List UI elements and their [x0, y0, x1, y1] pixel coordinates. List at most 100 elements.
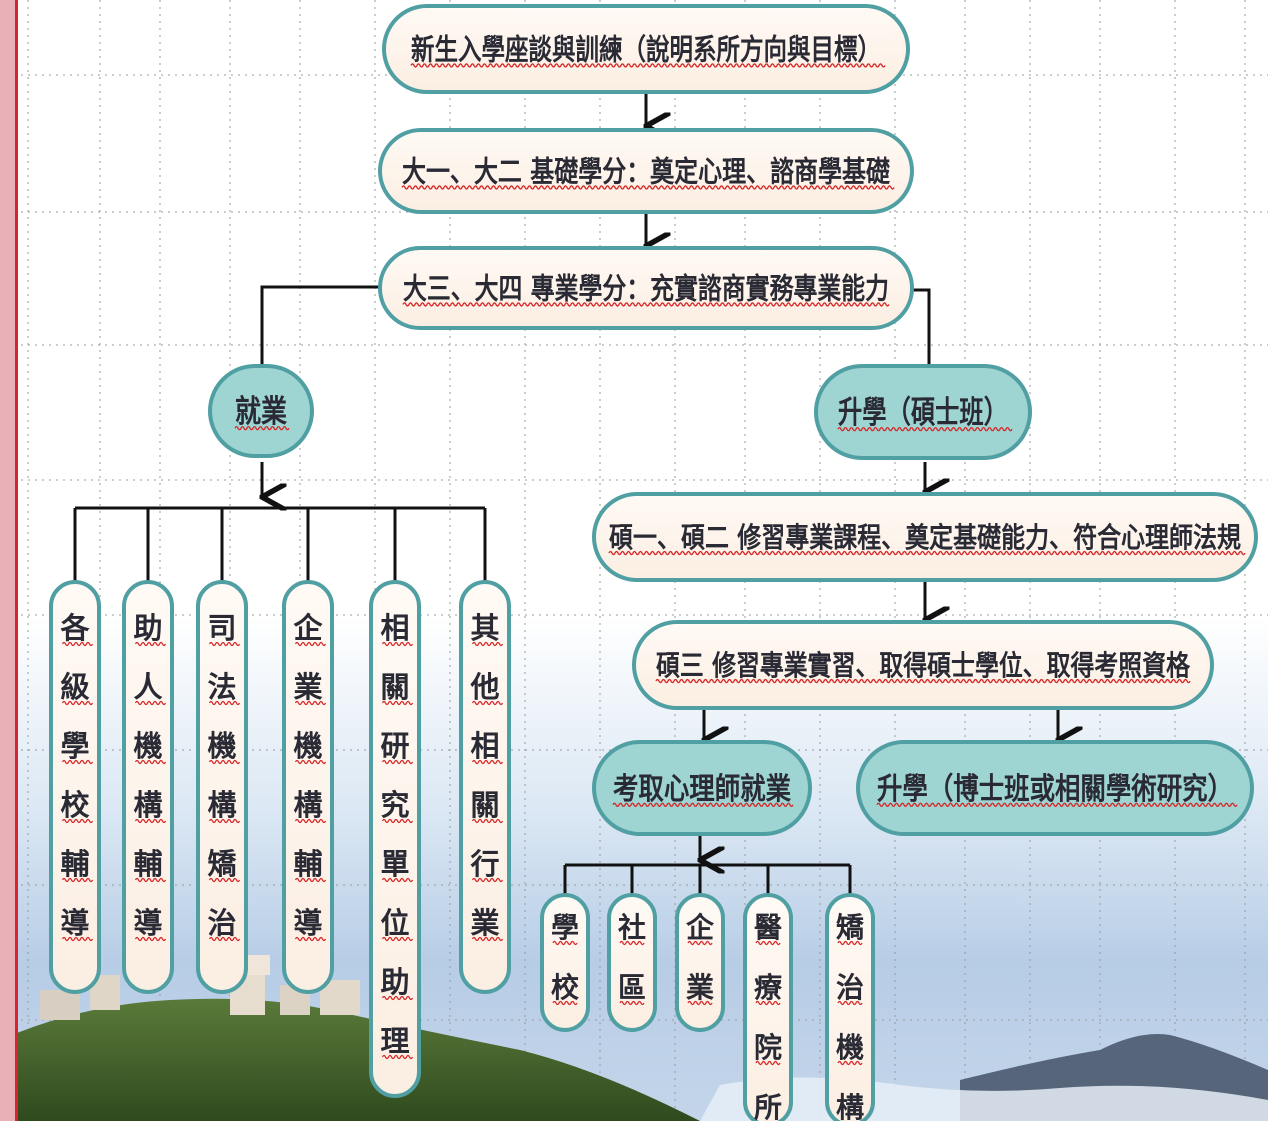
spellcheck-underline	[381, 759, 414, 765]
nodes: 新生入學座談與訓練（說明系所方向與目標） 大一、大二 基礎學分：奠定心理、諮商學基…	[49, 4, 1258, 1121]
psych-job-option: 社區	[607, 893, 657, 1032]
spellcheck-underline	[381, 877, 414, 883]
spellcheck-underline	[687, 940, 713, 946]
spellcheck-underline	[294, 877, 327, 883]
node-grad-school-shape	[814, 364, 1032, 460]
spellcheck-underline	[134, 818, 167, 824]
spellcheck-underline	[619, 1000, 645, 1006]
spellcheck-underline	[471, 818, 504, 824]
psych-job-option-shape	[607, 893, 657, 1032]
spellcheck-underline	[619, 940, 645, 946]
spellcheck-underline	[208, 936, 241, 942]
spellcheck-underline	[687, 1000, 713, 1006]
spellcheck-underline	[134, 936, 167, 942]
psych-job-option: 企業	[675, 893, 725, 1032]
employment-option: 各級學校輔導	[49, 580, 101, 994]
node-ms3-shape	[632, 620, 1214, 710]
employment-option-shape	[122, 580, 174, 994]
spellcheck-underline	[755, 1060, 781, 1066]
spellcheck-underline	[381, 818, 414, 824]
spellcheck-underline	[876, 802, 1238, 807]
employment-option-label: 司法機構矯治	[207, 611, 236, 940]
spellcheck-underline	[410, 63, 886, 68]
spellcheck-underline	[471, 936, 504, 942]
spellcheck-underline	[208, 700, 241, 706]
psych-job-option-shape	[675, 893, 725, 1032]
spellcheck-underline	[381, 1054, 414, 1060]
psych-job-option-label: 矯治機構	[836, 911, 864, 1121]
employment-option: 其他相關行業	[459, 580, 511, 994]
employment-option-shape	[459, 580, 511, 994]
spellcheck-underline	[837, 940, 863, 946]
employment-option: 企業機構輔導	[282, 580, 334, 994]
node-year34-label: 大三、大四 專業學分：充實諮商實務專業能力	[403, 271, 889, 305]
node-year12: 大一、大二 基礎學分：奠定心理、諮商學基礎	[378, 128, 914, 214]
left-edge-line	[15, 0, 18, 1121]
node-phd-shape	[856, 740, 1254, 836]
employment-option-label: 相關研究單位助理	[380, 611, 409, 1058]
spellcheck-underline	[61, 877, 94, 883]
node-ms12-shape	[592, 492, 1258, 582]
employment-option-shape	[282, 580, 334, 994]
spellcheck-underline	[134, 759, 167, 765]
spellcheck-underline	[655, 678, 1191, 684]
spellcheck-underline	[608, 550, 1246, 556]
spellcheck-underline	[294, 936, 327, 942]
psych-job-option-label: 醫療院所	[754, 911, 783, 1121]
spellcheck-underline	[134, 641, 167, 647]
employment-option: 助人機構輔導	[122, 580, 174, 994]
spellcheck-underline	[294, 700, 327, 706]
spellcheck-underline	[612, 802, 794, 807]
employment-option-label: 助人機構輔導	[133, 611, 162, 940]
node-psych-job-label: 考取心理師就業	[613, 772, 791, 807]
node-orientation-shape	[382, 4, 910, 94]
node-phd-label: 升學（博士班或相關學術研究）	[877, 772, 1233, 807]
employment-option-label: 各級學校輔導	[59, 611, 90, 940]
spellcheck-underline	[755, 940, 781, 946]
spellcheck-underline	[471, 759, 504, 765]
spellcheck-underline	[134, 700, 167, 706]
psych-job-option: 醫療院所	[743, 893, 793, 1121]
psych-job-option-label: 社區	[618, 911, 646, 1004]
spellcheck-underline	[208, 877, 241, 883]
node-employment-shape	[208, 364, 314, 458]
node-year12-label: 大一、大二 基礎學分：奠定心理、諮商學基礎	[402, 154, 890, 188]
spellcheck-underline	[552, 1000, 578, 1006]
spellcheck-underline	[471, 641, 504, 647]
spellcheck-underline	[294, 759, 327, 765]
node-employment: 就業	[208, 364, 314, 458]
spellcheck-underline	[134, 877, 167, 883]
node-year34-shape	[378, 246, 914, 330]
spellcheck-underline	[294, 818, 327, 824]
spellcheck-underline	[294, 641, 327, 647]
psych-job-option: 學校	[540, 893, 590, 1032]
spellcheck-underline	[61, 818, 94, 824]
node-orientation: 新生入學座談與訓練（說明系所方向與目標）	[382, 4, 910, 94]
spellcheck-underline	[61, 641, 94, 647]
spellcheck-underline	[552, 940, 578, 946]
spellcheck-underline	[234, 426, 290, 431]
psych-job-option-label: 企業	[686, 911, 715, 1004]
employment-option: 相關研究單位助理	[369, 580, 421, 1098]
spellcheck-underline	[755, 1000, 781, 1006]
node-grad-school-label: 升學（碩士班）	[838, 395, 1008, 431]
node-ms12-label: 碩一、碩二 修習專業課程、奠定基礎能力、符合心理師法規	[609, 521, 1241, 554]
connector-lines	[73, 92, 1058, 895]
node-psych-job: 考取心理師就業	[592, 740, 812, 836]
spellcheck-underline	[208, 818, 241, 824]
spellcheck-underline	[208, 641, 241, 647]
spellcheck-underline	[402, 302, 890, 307]
spellcheck-underline	[61, 759, 94, 765]
spellcheck-underline	[61, 936, 94, 942]
spellcheck-underline	[208, 759, 241, 765]
psych-job-option-label: 學校	[551, 911, 580, 1004]
employment-option-shape	[196, 580, 248, 994]
node-orientation-label: 新生入學座談與訓練（說明系所方向與目標）	[411, 32, 881, 66]
node-phd: 升學（博士班或相關學術研究）	[856, 740, 1254, 836]
spellcheck-underline	[837, 427, 1013, 432]
spellcheck-underline	[381, 995, 414, 1001]
node-psych-job-shape	[592, 740, 812, 836]
psych-job-option-shape	[540, 893, 590, 1032]
spellcheck-underline	[471, 700, 504, 706]
